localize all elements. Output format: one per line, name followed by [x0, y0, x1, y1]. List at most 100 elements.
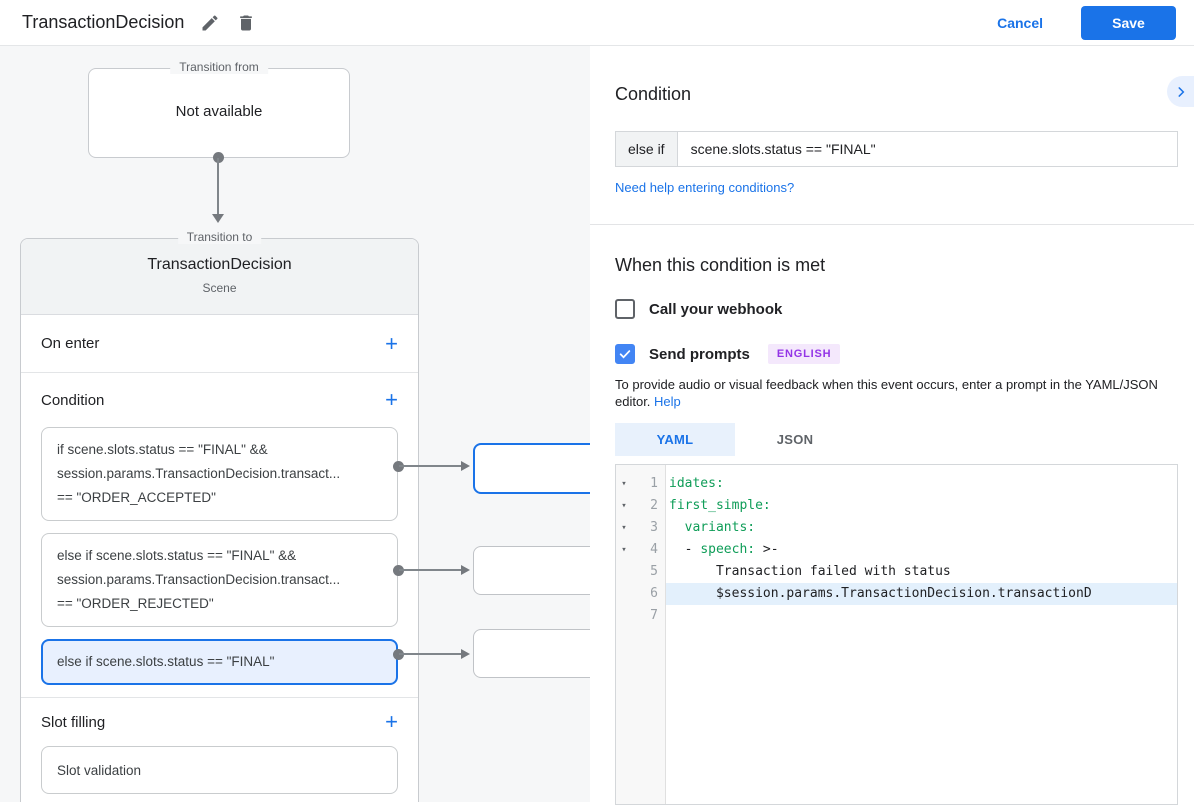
condition-text-line: if scene.slots.status == "FINAL" &&: [57, 442, 268, 457]
connector-line: [399, 465, 463, 467]
line-number: 5: [650, 564, 658, 579]
arrow-right-icon: [461, 461, 470, 471]
condition-text-line: == "ORDER_ACCEPTED": [57, 490, 216, 505]
condition-card-final-selected[interactable]: else if scene.slots.status == "FINAL": [41, 639, 398, 685]
fold-arrow-icon[interactable]: ▾: [621, 479, 627, 489]
fold-arrow-icon[interactable]: ▾: [621, 523, 627, 533]
connector-line: [399, 653, 463, 655]
arrow-down-icon: [212, 214, 224, 223]
panel-divider: [590, 224, 1194, 225]
webhook-option-row: Call your webhook: [615, 299, 1178, 319]
transition-from-legend: Transition from: [170, 60, 268, 74]
slot-filling-section-header: Slot filling +: [21, 698, 418, 746]
prompt-description-text: To provide audio or visual feedback when…: [615, 377, 1158, 409]
code-line: idates:: [669, 476, 724, 491]
scene-type-label: Scene: [202, 281, 237, 295]
code-line: [666, 605, 1177, 627]
add-on-enter-button[interactable]: +: [385, 330, 398, 356]
connector-dot: [393, 461, 404, 472]
condition-expression-input[interactable]: [677, 131, 1178, 167]
add-condition-button[interactable]: +: [385, 387, 398, 412]
transition-to-box: Transition to TransactionDecision Scene …: [20, 230, 419, 802]
cancel-button[interactable]: Cancel: [997, 14, 1043, 31]
condition-met-title: When this condition is met: [615, 255, 826, 275]
connector-line: [399, 569, 463, 571]
yaml-code-editor[interactable]: ▾ 1 ▾ 2 ▾ 3 ▾ 4 5 6 7 idates: first_simple: variant…: [615, 464, 1178, 805]
transition-from-content: Not available: [175, 103, 263, 120]
prompts-option-row: Send prompts ENGLISH: [615, 344, 1178, 364]
scene-diagram-canvas: Transition from Not available Transition…: [0, 46, 590, 802]
condition-detail-panel: Condition else if Need help entering con…: [590, 46, 1194, 805]
tab-json[interactable]: JSON: [735, 423, 855, 456]
on-enter-section: On enter +: [21, 315, 418, 373]
transition-from-box[interactable]: Transition from Not available: [88, 60, 350, 158]
line-number: 1: [650, 476, 658, 491]
editor-format-tabs: YAML JSON: [615, 423, 1178, 456]
transition-target-box[interactable]: [473, 443, 590, 494]
code-line: variants:: [684, 520, 756, 535]
panel-title: Condition: [615, 84, 692, 104]
send-prompts-label: Send prompts: [649, 345, 750, 363]
transition-target-box[interactable]: [473, 629, 590, 678]
save-button[interactable]: Save: [1081, 5, 1176, 40]
edit-scene-button[interactable]: [196, 9, 224, 37]
condition-card-order-accepted[interactable]: if scene.slots.status == "FINAL" && sess…: [41, 427, 398, 521]
condition-card-order-rejected[interactable]: else if scene.slots.status == "FINAL" &&…: [41, 533, 398, 627]
connector-dot: [393, 565, 404, 576]
connector-line: [217, 158, 219, 216]
slot-filling-label: Slot filling: [41, 713, 106, 731]
condition-section-header: Condition +: [21, 373, 418, 427]
collapse-panel-button[interactable]: [1167, 76, 1194, 107]
connector-dot: [393, 649, 404, 660]
condition-prefix-label: else if: [615, 131, 678, 167]
webhook-label: Call your webhook: [649, 300, 783, 318]
line-number: 2: [650, 498, 658, 513]
line-number: 3: [650, 520, 658, 535]
transition-to-legend: Transition to: [177, 230, 262, 244]
code-line: first_simple:: [669, 498, 771, 513]
code-line: $session.params.TransactionDecision.tran…: [666, 583, 1177, 605]
fold-arrow-icon[interactable]: ▾: [621, 545, 627, 555]
arrow-right-icon: [461, 649, 470, 659]
checkmark-icon: [618, 347, 632, 361]
page-title: TransactionDecision: [22, 12, 185, 32]
slot-validation-card[interactable]: Slot validation: [41, 746, 398, 794]
slot-filling-section: Slot filling + Slot validation: [21, 698, 418, 794]
condition-expression-row: else if: [615, 131, 1178, 167]
line-number: 4: [650, 542, 658, 557]
scene-card-header[interactable]: TransactionDecision Scene: [21, 239, 418, 315]
webhook-checkbox[interactable]: [615, 299, 635, 319]
transition-target-box[interactable]: [473, 546, 590, 595]
condition-text-line: == "ORDER_REJECTED": [57, 596, 214, 611]
line-number: 7: [650, 608, 658, 623]
language-badge: ENGLISH: [767, 344, 841, 364]
trash-icon: [236, 13, 256, 33]
connector-dot: [213, 152, 224, 163]
on-enter-label: On enter: [41, 335, 100, 352]
section-divider: [21, 697, 418, 698]
code-lines[interactable]: idates: first_simple: variants: - speech:…: [666, 465, 1177, 804]
prompt-description: To provide audio or visual feedback when…: [615, 376, 1178, 410]
delete-scene-button[interactable]: [232, 9, 260, 37]
tab-yaml[interactable]: YAML: [615, 423, 735, 456]
app-header: TransactionDecision Cancel Save: [0, 0, 1194, 46]
help-link[interactable]: Help: [654, 394, 681, 409]
add-slot-button[interactable]: +: [385, 709, 398, 734]
pencil-icon: [200, 13, 220, 33]
code-line: - speech: >-: [669, 542, 779, 557]
arrow-right-icon: [461, 565, 470, 575]
line-number: 6: [650, 586, 658, 601]
scene-name: TransactionDecision: [147, 256, 292, 273]
condition-section: Condition + if scene.slots.status == "FI…: [21, 373, 418, 698]
chevron-right-icon: [1174, 85, 1188, 99]
condition-text-line: else if scene.slots.status == "FINAL": [57, 654, 275, 669]
fold-arrow-icon[interactable]: ▾: [621, 501, 627, 511]
condition-label: Condition: [41, 391, 105, 409]
editor-gutter: ▾ 1 ▾ 2 ▾ 3 ▾ 4 5 6 7: [616, 465, 666, 804]
code-line: Transaction failed with status: [669, 564, 951, 579]
condition-text-line: else if scene.slots.status == "FINAL" &&: [57, 548, 297, 563]
send-prompts-checkbox[interactable]: [615, 344, 635, 364]
condition-help-link[interactable]: Need help entering conditions?: [615, 180, 795, 195]
condition-text-line: session.params.TransactionDecision.trans…: [57, 572, 341, 587]
condition-text-line: session.params.TransactionDecision.trans…: [57, 466, 341, 481]
